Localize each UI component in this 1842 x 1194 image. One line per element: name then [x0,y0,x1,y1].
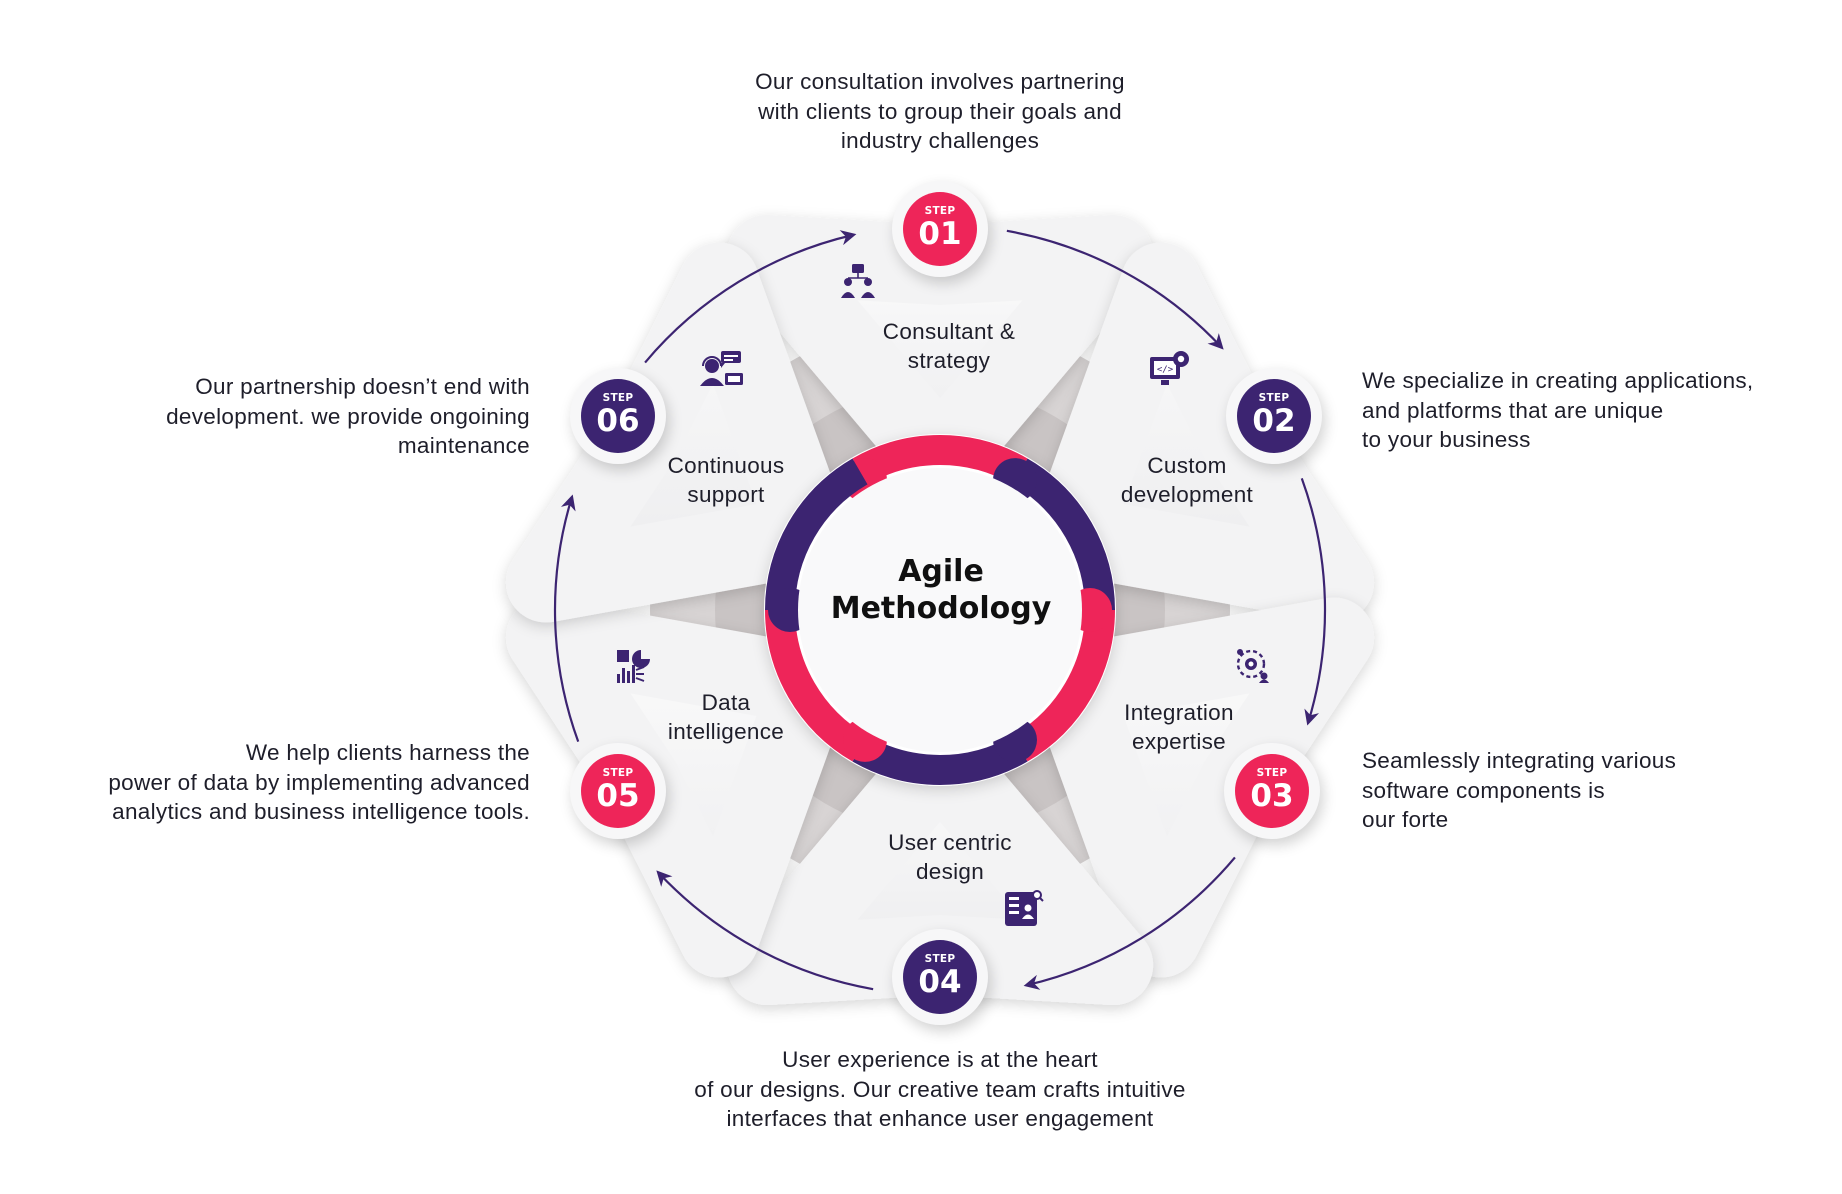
cycle-arrows [553,229,1327,991]
step-1-description: Our consultation involves partnering wit… [755,69,1125,153]
cycle-arrow-5 [553,494,580,743]
cycle-arrow-3 [1023,856,1236,990]
team-hierarchy-icon [841,264,875,298]
step-4-title: User centric design [888,830,1012,884]
step-4-description: User experience is at the heart of our d… [694,1047,1186,1131]
cycle-arrow-1 [1006,229,1224,350]
step-3-title: Integration expertise [1124,700,1234,754]
user-design-icon [1005,890,1044,926]
ring-segment-5 [765,609,868,762]
center-title: Agile Methodology [830,554,1052,626]
center-ring [765,435,1115,785]
step-5-description: We help clients harness the power of dat… [108,740,530,824]
step-1-title: Consultant & strategy [882,319,1016,373]
ring-segment-2 [1012,458,1115,611]
ring-segment-1 [852,435,1028,485]
cycle-arrow-6 [644,230,857,364]
step-3-description: Seamlessly integrating various software … [1362,748,1677,832]
cycle-arrow-4 [656,870,874,991]
ring-segment-4 [852,735,1028,785]
data-analytics-icon [617,650,650,683]
ring-segment-6 [765,458,868,611]
step-2-description: We specialize in creating applications, … [1362,368,1754,452]
cycle-arrow-2 [1300,477,1327,726]
code-monitor-gear-icon: </> [1150,351,1189,385]
step-6-title: Continuous support [667,453,785,507]
svg-text:</>: </> [1157,365,1174,375]
center-inner-disc [798,468,1082,752]
integration-gears-icon [1236,649,1269,683]
ring-segment-3 [1012,609,1115,762]
support-agent-icon [700,351,743,386]
step-6-description: Our partnership doesn’t end with develop… [166,374,530,458]
step-5-title: Data intelligence [667,690,785,744]
step-2-title: Custom development [1120,453,1254,507]
